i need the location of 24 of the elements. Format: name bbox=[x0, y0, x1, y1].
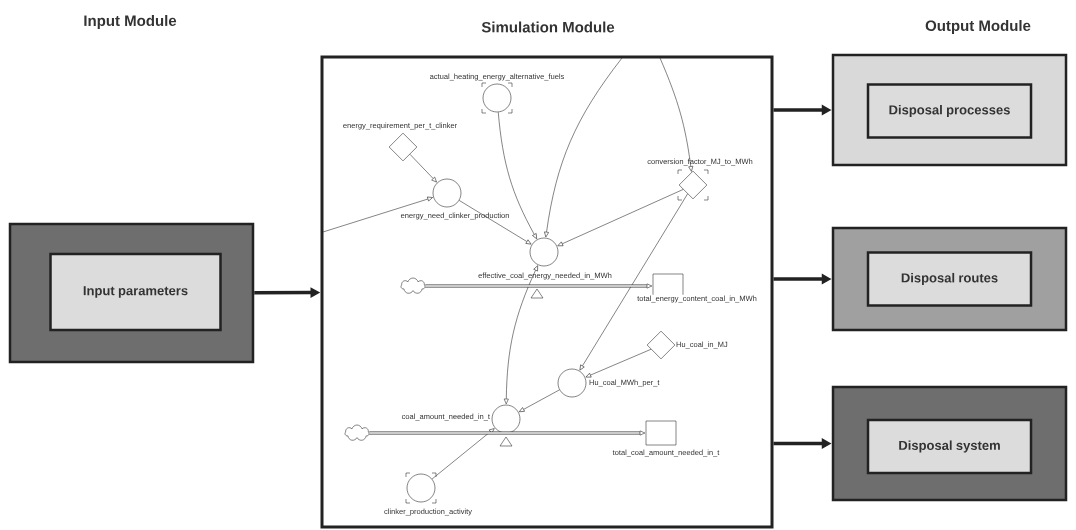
arrow bbox=[409, 154, 437, 183]
arrow bbox=[557, 189, 684, 247]
cloud-symbol bbox=[344, 424, 370, 441]
parameter-box: Disposal system bbox=[866, 418, 1033, 475]
parameter-box: Input parameters bbox=[49, 252, 222, 332]
arrow bbox=[585, 349, 652, 378]
parameter-box: Disposal routes bbox=[866, 251, 1033, 307]
arrow bbox=[322, 196, 433, 233]
module-heading: Simulation Module bbox=[481, 21, 615, 33]
arrow bbox=[659, 57, 694, 172]
arrow bbox=[579, 193, 688, 371]
arrow bbox=[431, 428, 495, 480]
flow-pipe bbox=[424, 283, 653, 289]
parameter-box: Disposal processes bbox=[866, 83, 1033, 139]
arrow bbox=[503, 265, 538, 405]
model-panel bbox=[320, 55, 774, 529]
arrow bbox=[458, 200, 532, 245]
module-heading: Output Module bbox=[925, 20, 1031, 34]
arrow bbox=[497, 111, 537, 240]
module-heading: Input Module bbox=[84, 15, 177, 29]
cloud-symbol bbox=[400, 277, 426, 294]
arrow bbox=[544, 57, 623, 238]
flow-pipe bbox=[368, 430, 646, 436]
arrow bbox=[518, 389, 560, 413]
